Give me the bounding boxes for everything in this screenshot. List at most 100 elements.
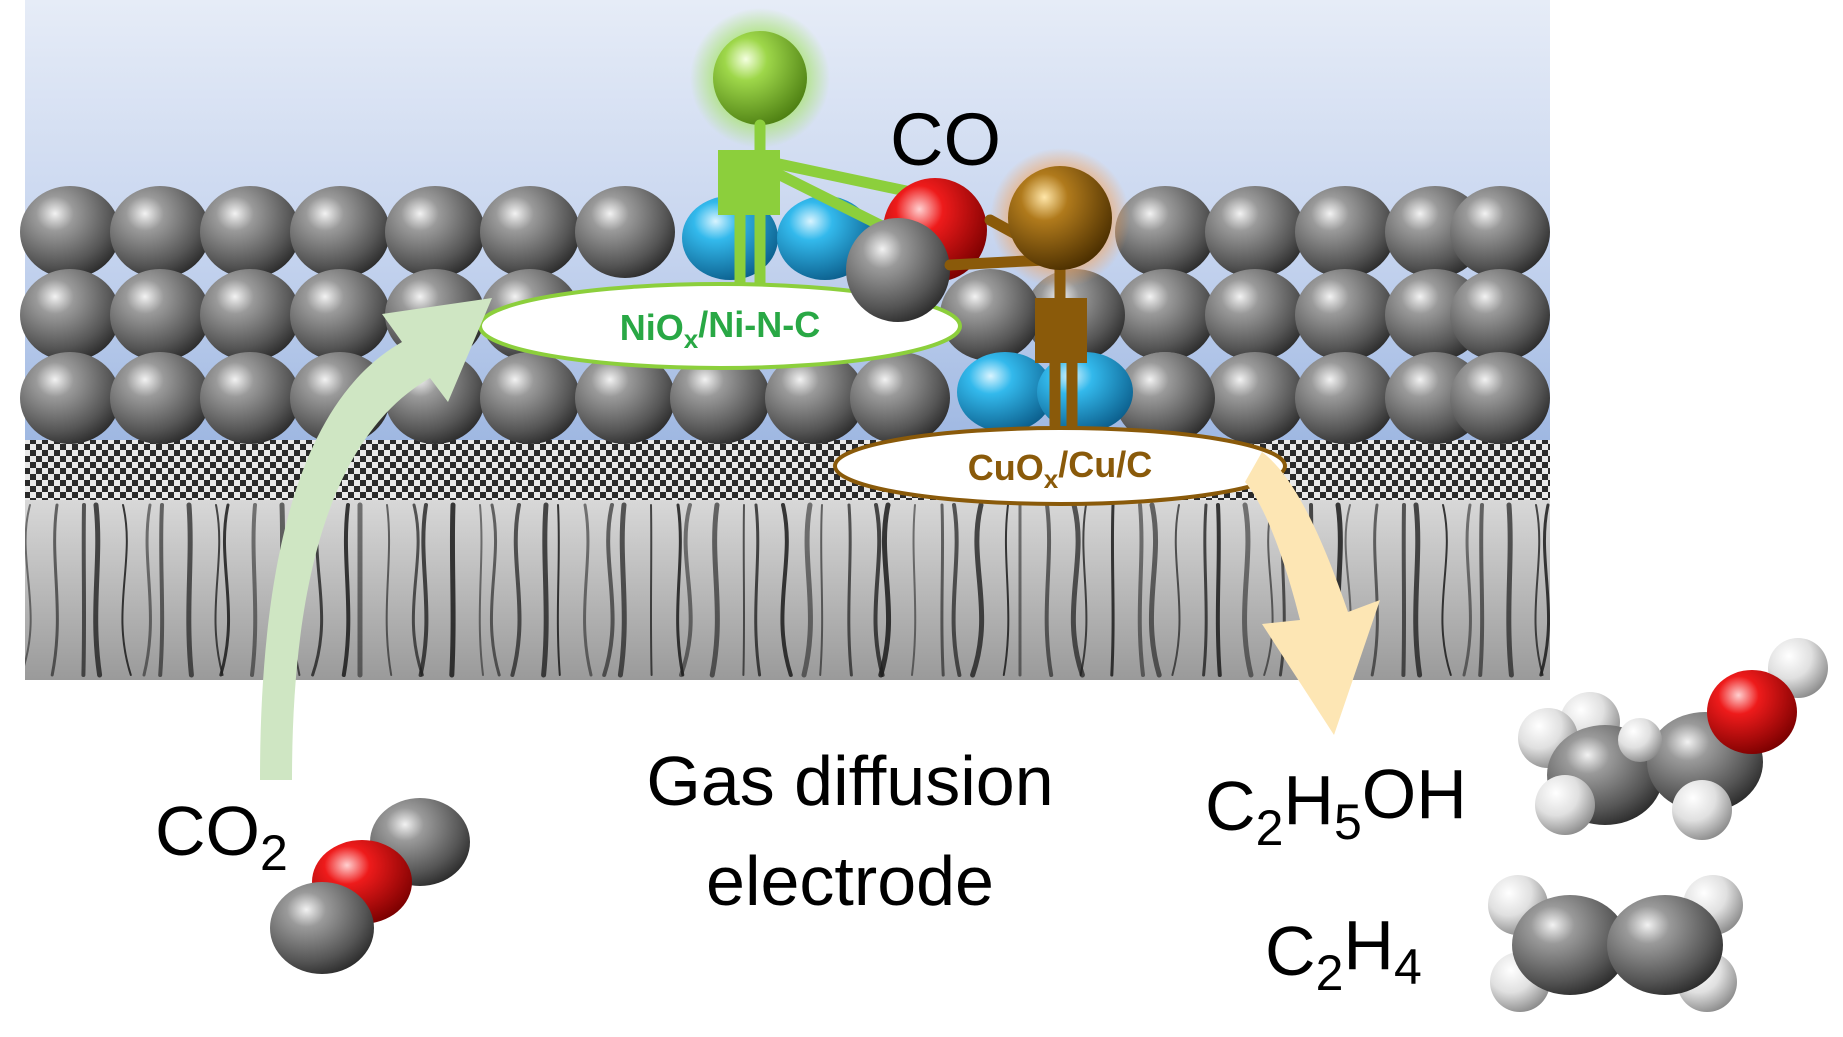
carbon-fiber [510, 503, 522, 677]
carbon-fiber [341, 503, 351, 677]
carbon-fiber [649, 504, 653, 676]
carbon-fiber [583, 503, 593, 677]
carbon-fiber [970, 502, 985, 678]
carbon-fiber [250, 503, 258, 677]
carbon-fiber [1478, 503, 1485, 677]
microporous-layer [25, 440, 1550, 500]
carbon-fiber [449, 502, 456, 678]
carbon-particle [200, 352, 300, 444]
carbon-particle [1205, 352, 1305, 444]
carbon-fiber [1242, 502, 1254, 678]
carbon-particle [290, 186, 390, 278]
carbon-fiber [742, 504, 746, 676]
carbon-particle [670, 352, 770, 444]
cu-site-label: CuOx/Cu/C [833, 426, 1287, 506]
carbon-particle [20, 269, 120, 361]
copper-active-site [944, 148, 1130, 431]
carbon-fiber [1079, 504, 1088, 676]
carbon-fiber [478, 504, 484, 676]
carbon-particle [575, 352, 675, 444]
carbon-fiber [819, 504, 824, 676]
carbon-fiber [940, 503, 945, 677]
carbon-particle [1205, 269, 1305, 361]
carbon-particle [385, 186, 485, 278]
product-outflow-arrow [1245, 452, 1380, 735]
carbon-particle [575, 186, 675, 278]
carbon-fiber [1539, 503, 1550, 677]
carbon-particle [765, 352, 865, 444]
carbon-fiber [214, 504, 224, 676]
carbon-particle [20, 186, 120, 278]
carbon-fiber [754, 503, 762, 677]
carbon-particle [1295, 352, 1395, 444]
carbon-particle [480, 352, 580, 444]
carbon-fiber [121, 504, 132, 676]
co2-inflow-arrow [260, 298, 492, 780]
ethanol-label: C2H5OH [1205, 755, 1467, 856]
ni-site-label: NiOx/Ni-N-C [478, 282, 962, 370]
carbon-particle [1115, 186, 1215, 278]
carbon-particle [290, 269, 390, 361]
ethylene-label: C2H4 [1265, 906, 1422, 1001]
ethanol-molecule-icon [1518, 638, 1828, 840]
carbon-fiber [847, 503, 853, 677]
carbon-fiber [1044, 503, 1054, 677]
carbon-fiber [418, 503, 429, 677]
carbon-fiber [1263, 504, 1274, 676]
green-sphere-icon [713, 31, 807, 125]
carbon-particle [200, 269, 300, 361]
carbon-particle [480, 186, 580, 278]
co2-molecule-icon [270, 798, 470, 974]
carbon-fiber [489, 503, 501, 677]
carbon-fiber [1441, 504, 1452, 676]
carbon-particle [1295, 269, 1395, 361]
carbon-particle [110, 352, 210, 444]
carbon-fiber [50, 503, 59, 677]
carbon-fiber [385, 504, 393, 676]
carbon-particle [1115, 352, 1215, 444]
cu-site-label-text: CuOx/Cu/C [968, 444, 1152, 494]
gde-caption-line2: electrode [706, 842, 994, 920]
carbon-fiber [142, 503, 152, 677]
carbon-fiber [1413, 502, 1423, 678]
carbon-fiber [541, 502, 549, 678]
carbon-fiber [780, 503, 793, 677]
carbon-fiber [602, 503, 615, 677]
carbon-fiber [81, 503, 87, 677]
carbon-fiber [709, 502, 720, 678]
carbon-particle [940, 269, 1040, 361]
carbon-fiber [1002, 504, 1010, 676]
carbon-fiber [93, 502, 103, 678]
carbon-fiber [158, 503, 165, 677]
nickel-active-site [690, 8, 931, 296]
carbon-particle [850, 352, 950, 444]
carbon-fiber [1215, 503, 1222, 677]
carbon-particle [1450, 352, 1550, 444]
carbon-fiber [1202, 503, 1208, 677]
carbon-particle [110, 269, 210, 361]
carbon-fiber [1148, 502, 1162, 678]
carbon-particle-layer [20, 186, 1550, 444]
carbon-fiber [1401, 503, 1407, 677]
carbon-fiber [1137, 503, 1145, 677]
ethylene-molecule-icon [1488, 875, 1743, 1012]
carbon-particle [1115, 269, 1215, 361]
carbon-particle [20, 352, 120, 444]
carbon-fiber [911, 504, 917, 676]
carbon-fiber [801, 502, 813, 678]
carbon-particle [1450, 269, 1550, 361]
carbon-fiber [25, 504, 32, 666]
carbon-particle [110, 186, 210, 278]
carbon-fiber [878, 502, 892, 678]
carbon-fiber [676, 503, 685, 677]
carbon-particle [200, 186, 300, 278]
carbon-particle [1450, 186, 1550, 278]
carbon-fiber [1171, 504, 1181, 676]
carbon-fiber [617, 502, 627, 678]
carbon-fiber [951, 503, 962, 677]
carbon-fiber [556, 504, 561, 676]
carbon-fiber [1070, 502, 1085, 678]
brown-sphere-icon [1008, 166, 1112, 270]
carbon-fiber [1506, 502, 1514, 678]
